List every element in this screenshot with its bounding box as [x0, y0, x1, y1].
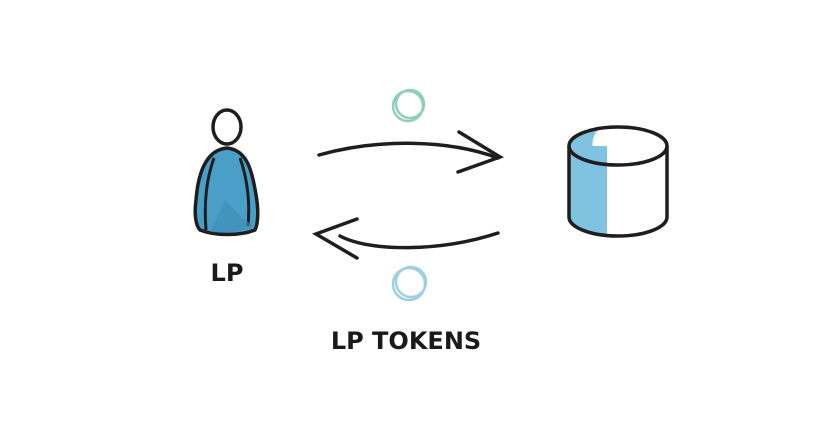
person-icon — [193, 108, 260, 237]
lp-token-coin-icon — [391, 265, 428, 302]
lp-label: LP — [211, 259, 244, 287]
deposit-coin-icon — [391, 88, 426, 123]
withdraw-arrow-icon — [311, 217, 500, 260]
lp-tokens-label: LP TOKENS — [331, 327, 481, 355]
deposit-arrow-icon — [317, 130, 505, 174]
pool-cylinder-icon — [567, 125, 669, 238]
